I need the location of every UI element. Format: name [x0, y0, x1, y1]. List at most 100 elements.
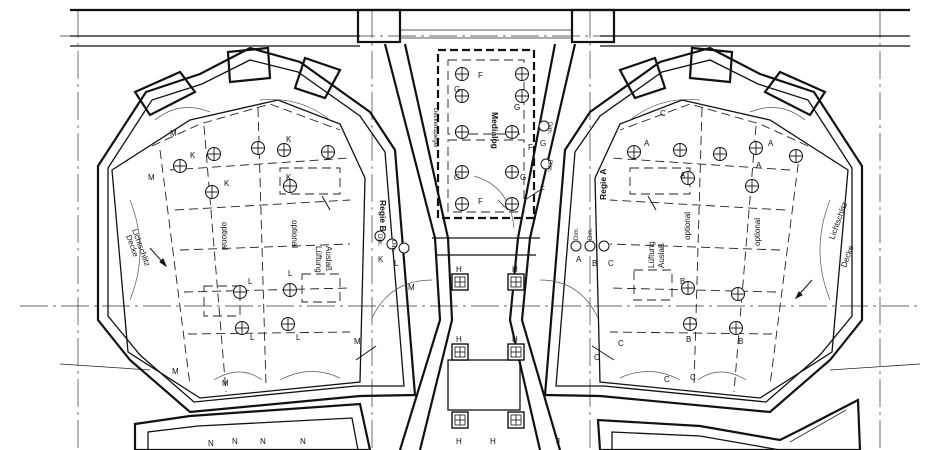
- light-fixture-icon: [627, 145, 641, 159]
- fixture-letter: H: [512, 265, 518, 274]
- fixture-letter: B: [680, 277, 685, 286]
- fixture-letter: K: [224, 179, 230, 188]
- arrows: [149, 195, 813, 361]
- fixture-letter: N: [208, 439, 214, 448]
- fixture-letter: L: [296, 333, 301, 342]
- optional-left-1: optional: [220, 222, 229, 250]
- dimmer-icon: [584, 240, 596, 252]
- fixture-letter: B: [686, 335, 691, 344]
- dim-label: Dim.: [546, 122, 552, 135]
- light-fixture-icon: [321, 145, 335, 159]
- fixture-letter: F: [478, 71, 483, 80]
- light-fixture-icon: [277, 143, 291, 157]
- light-fixture-icon: [713, 147, 727, 161]
- dim-label: Dim.: [376, 234, 382, 247]
- fixture-letter: M: [170, 129, 177, 138]
- corridor-light-icon: [507, 343, 525, 361]
- medialog-label: Medialog: [490, 112, 500, 149]
- lueftung-left-label: Lüftung: [314, 246, 323, 273]
- light-fixture-icon: [515, 67, 529, 81]
- fixture-letter: M: [222, 379, 229, 388]
- light-fixture-icon: [455, 125, 469, 139]
- fixture-letters: K K K K K L L L L L M M M M M M N N N N …: [148, 71, 774, 448]
- light-fixture-icon: [673, 143, 687, 157]
- fixture-letter: G: [540, 139, 546, 148]
- fixture-letter: F: [528, 143, 533, 152]
- fixture-letter: L: [248, 277, 253, 286]
- corridor-light-icon: [451, 343, 469, 361]
- top-facade: [70, 8, 910, 47]
- dimmer-icon: [598, 240, 610, 252]
- fixture-letter: F: [540, 185, 545, 194]
- fixture-letter: J: [556, 437, 560, 446]
- fixture-letter: N: [260, 437, 266, 446]
- fixture-letter: K: [286, 135, 292, 144]
- dim-label: Dim.: [390, 240, 396, 253]
- fixture-letter: F: [478, 197, 483, 206]
- lueftung-right-label: Lüftung: [647, 241, 656, 268]
- fixture-letter: A: [644, 139, 650, 148]
- light-fixture-icon: [173, 159, 187, 173]
- fixture-letter: L: [288, 269, 293, 278]
- optional-right-2: optional: [753, 218, 762, 246]
- fixture-letter: C: [690, 373, 696, 382]
- corridor-light-icon: [451, 411, 469, 429]
- light-fixture-icon: [505, 125, 519, 139]
- dimmer-icon: [398, 242, 410, 254]
- optional-right-1: optional: [683, 212, 692, 240]
- decke-right-label: Decke: [839, 244, 855, 269]
- light-fixture-icon: [683, 317, 697, 331]
- light-fixture-icon: [745, 179, 759, 193]
- lichtschlitz-right-label: Lichtschlitz: [827, 201, 849, 241]
- central-core: [371, 43, 599, 450]
- fixture-letter: H: [512, 335, 518, 344]
- fixture-letter: H: [456, 265, 462, 274]
- fixture-letter: G: [514, 103, 520, 112]
- room-labels: Regie B Regie A Medialog Deckenspiegel L…: [124, 108, 856, 273]
- light-fixture-icon: [789, 149, 803, 163]
- dimmer-icon: [570, 240, 582, 252]
- fixture-letter: C: [608, 259, 614, 268]
- fixture-letter: C: [664, 375, 670, 384]
- fixture-letter: K: [378, 255, 384, 264]
- fixture-letter: A: [576, 255, 582, 264]
- fixture-letter: A: [768, 139, 774, 148]
- fixture-letter: L: [250, 333, 255, 342]
- dim-label: Dim.: [588, 227, 594, 240]
- light-fixture-icon: [515, 89, 529, 103]
- light-fixture-icon: [749, 141, 763, 155]
- fixture-letter: K: [190, 151, 196, 160]
- fixture-letter: G: [520, 173, 526, 182]
- corridor-light-icon: [507, 411, 525, 429]
- fixture-letter: M: [408, 283, 415, 292]
- light-fixture-icon: [455, 67, 469, 81]
- light-fixture-icon: [455, 197, 469, 211]
- corridor-light-icon: [451, 273, 469, 291]
- fixture-letter: H: [490, 437, 496, 446]
- fixture-letter: M: [148, 173, 155, 182]
- fixture-letter: L: [394, 259, 399, 268]
- light-fixture-icon: [283, 283, 297, 297]
- optional-left-2: optional: [290, 220, 299, 248]
- fixture-letter: B: [738, 337, 743, 346]
- auslass-left-label: Auslaß: [324, 246, 333, 271]
- light-fixture-icon: [205, 185, 219, 199]
- fixture-letter: B: [592, 259, 597, 268]
- light-fixture-icon: [281, 317, 295, 331]
- auslass-right-label: Auslaß: [657, 243, 666, 268]
- fixture-letter: G: [454, 173, 460, 182]
- deckenspiegel-label: Deckenspiegel: [432, 108, 438, 147]
- axis-lines: [20, 10, 921, 450]
- light-fixture-icon: [207, 147, 221, 161]
- bottom-rooms: [133, 398, 862, 450]
- corridor-light-icon: [507, 273, 525, 291]
- regie-b-label: Regie B: [378, 200, 388, 232]
- fixture-letter: G: [454, 85, 460, 94]
- fixture-letter: N: [300, 437, 306, 446]
- light-fixture-icon: [235, 321, 249, 335]
- light-fixtures-left: [173, 141, 335, 335]
- studio-right: [543, 46, 864, 414]
- regie-a-label: Regie A: [598, 169, 608, 200]
- light-fixture-icon: [233, 285, 247, 299]
